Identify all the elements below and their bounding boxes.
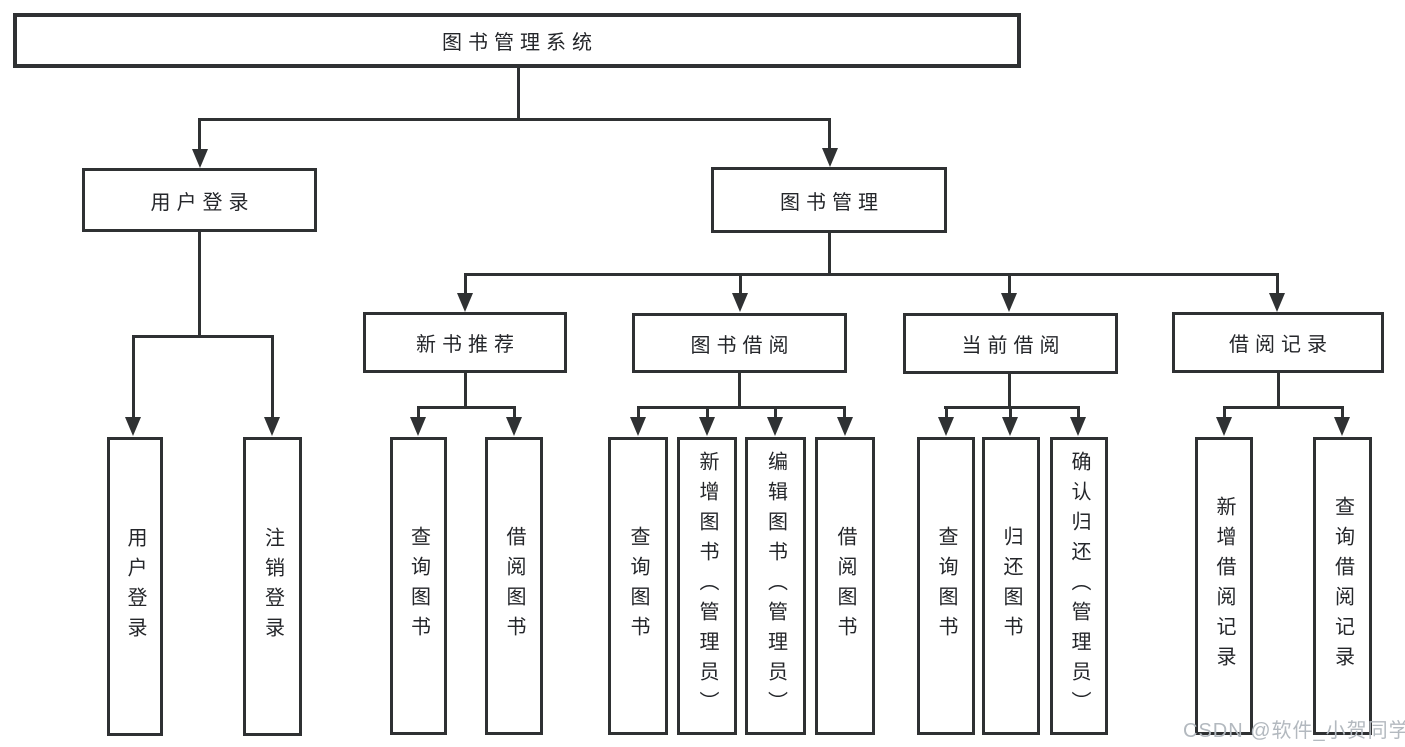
leaf-label: 借阅图书 — [834, 526, 856, 646]
arrow-stem — [843, 406, 846, 420]
arrow-head — [506, 417, 522, 436]
arrow-head — [410, 417, 426, 436]
leaf-label: 用户登录 — [124, 526, 146, 647]
arrow-stem-recommend — [464, 273, 467, 296]
node-new-book-recommendation: 新书推荐 — [363, 312, 567, 373]
node-book-management: 图书管理 — [711, 167, 947, 233]
connector-groupC-drop — [738, 373, 741, 408]
leaf-label: 新增图书（管理员） — [696, 451, 718, 721]
connector-groupE-bus — [1223, 406, 1344, 409]
leaf-search-books-current: 查询图书 — [917, 437, 975, 735]
arrow-head — [1001, 293, 1017, 312]
connector-groupB-bus — [417, 406, 516, 409]
arrow-stem — [945, 406, 948, 420]
arrow-head — [630, 417, 646, 436]
arrow-stem — [513, 406, 516, 420]
arrow-head — [125, 417, 141, 436]
csdn-watermark: CSDN @软件_小贺同学 — [1183, 720, 1405, 742]
leaf-label: 借阅图书 — [503, 526, 525, 646]
leaf-return-books: 归还图书 — [982, 437, 1040, 735]
connector-groupE-drop — [1277, 373, 1280, 408]
arrow-head — [938, 417, 954, 436]
connector-login-drop — [198, 232, 201, 337]
connector-bookmgmt-drop — [828, 233, 831, 275]
arrow-stem-leaf-login — [132, 335, 135, 419]
arrow-head — [732, 293, 748, 312]
arrow-stem — [774, 406, 777, 420]
connector-level3-bus — [464, 273, 1279, 276]
node-current-borrowing: 当前借阅 — [903, 313, 1118, 374]
connector-groupC-bus — [637, 406, 846, 409]
connector-login-bus — [132, 335, 274, 338]
connector-root-drop — [517, 68, 520, 121]
leaf-label: 归还图书 — [1000, 526, 1022, 646]
leaf-label: 查询图书 — [407, 526, 430, 646]
leaf-borrow-books: 借阅图书 — [815, 437, 875, 735]
arrow-head — [1216, 417, 1232, 436]
arrow-head — [1002, 417, 1018, 436]
connector-level2-bus — [198, 118, 831, 121]
node-book-borrowing: 图书借阅 — [632, 313, 847, 373]
leaf-logout: 注销登录 — [243, 437, 302, 736]
arrow-stem — [1009, 406, 1012, 420]
arrow-head — [767, 417, 783, 436]
leaf-borrow-books-recommend: 借阅图书 — [485, 437, 543, 735]
arrow-head — [264, 417, 280, 436]
arrow-stem — [637, 406, 640, 420]
leaf-search-borrow-record: 查询借阅记录 — [1313, 437, 1372, 735]
leaf-add-books-admin: 新增图书（管理员） — [677, 437, 737, 735]
leaf-label: 确认归还（管理员） — [1068, 451, 1090, 721]
leaf-add-borrow-record: 新增借阅记录 — [1195, 437, 1253, 735]
arrow-head — [457, 293, 473, 312]
leaf-label: 查询图书 — [935, 526, 957, 646]
arrow-stem-leaf-logout — [271, 335, 274, 419]
leaf-search-books-borrowing: 查询图书 — [608, 437, 668, 735]
connector-groupB-drop — [464, 373, 467, 408]
arrow-head — [1334, 417, 1350, 436]
node-borrowing-records: 借阅记录 — [1172, 312, 1384, 373]
node-library-management-system: 图书管理系统 — [13, 13, 1021, 68]
arrow-stem-records — [1276, 273, 1279, 296]
arrow-stem-user-login — [198, 118, 201, 152]
arrow-head — [837, 417, 853, 436]
leaf-label: 查询图书 — [627, 526, 649, 646]
leaf-user-login: 用户登录 — [107, 437, 163, 736]
leaf-confirm-return-admin: 确认归还（管理员） — [1050, 437, 1108, 735]
arrow-head — [1269, 293, 1285, 312]
arrow-stem — [706, 406, 709, 420]
leaf-label: 编辑图书（管理员） — [764, 451, 787, 721]
arrow-stem-book-management — [828, 118, 831, 151]
arrow-stem — [1341, 406, 1344, 420]
arrow-stem-borrowing — [739, 273, 742, 296]
arrow-stem — [1223, 406, 1226, 420]
arrow-head — [699, 417, 715, 436]
leaf-label: 新增借阅记录 — [1213, 496, 1235, 676]
leaf-label: 注销登录 — [261, 526, 284, 647]
connector-groupD-drop — [1008, 373, 1011, 408]
leaf-edit-books-admin: 编辑图书（管理员） — [745, 437, 806, 735]
arrow-head — [1070, 417, 1086, 436]
arrow-stem — [417, 406, 420, 420]
leaf-search-books-recommend: 查询图书 — [390, 437, 447, 735]
leaf-label: 查询借阅记录 — [1331, 496, 1354, 676]
connector-groupD-bus — [944, 406, 1080, 409]
arrow-stem-current — [1008, 273, 1011, 296]
arrow-head — [822, 148, 838, 167]
node-user-login: 用户登录 — [82, 168, 317, 232]
arrow-stem — [1077, 406, 1080, 420]
arrow-head — [192, 149, 208, 168]
